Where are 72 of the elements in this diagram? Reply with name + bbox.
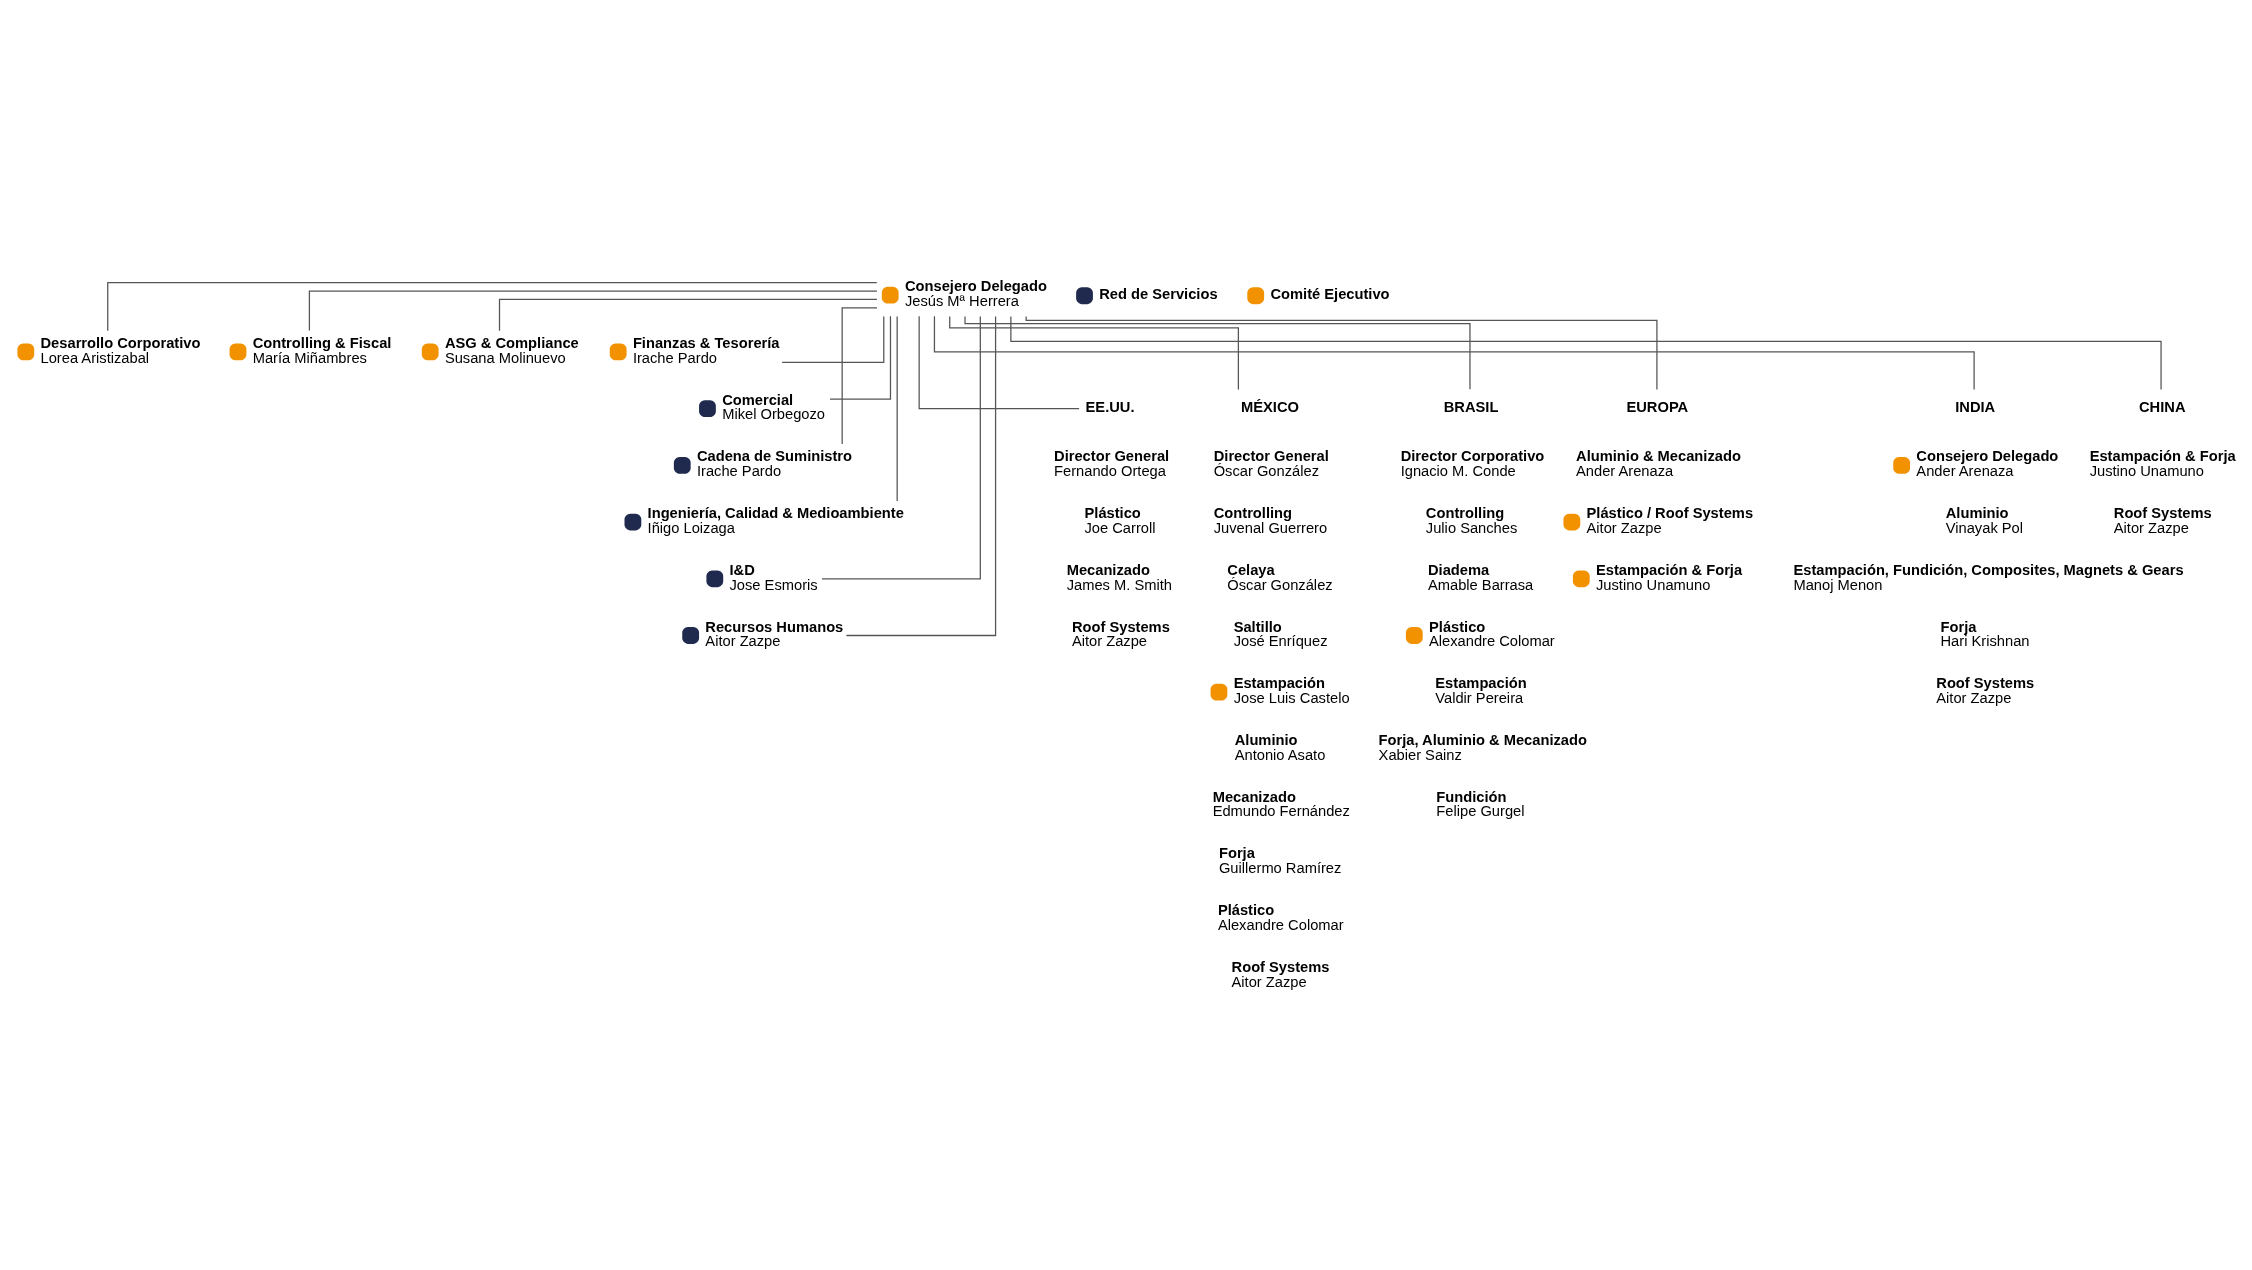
node-label: Cadena de Suministro [696, 447, 853, 464]
node-text: Roof Systems Aitor Zazpe [1936, 674, 2035, 706]
connector [964, 315, 1471, 390]
connector [933, 315, 1975, 390]
node-label: Irache Pardo [696, 462, 782, 479]
node-label: Recursos Humanos [705, 618, 844, 635]
node-label: Estampación [1233, 674, 1326, 691]
node-label: Alexandre Colomar [1429, 632, 1555, 649]
node-text: Director General Fernando Ortega [1054, 447, 1170, 479]
legend-label: Red de Servicios [1099, 285, 1218, 302]
node-text: Aluminio Vinayak Pol [1945, 504, 2024, 536]
node-text: Fundición Felipe Gurgel [1436, 788, 1525, 819]
node-label: Plástico / Roof Systems [1586, 504, 1754, 521]
node-text: Saltillo José Enríquez [1233, 618, 1328, 649]
node-text: Director Corporativo Ignacio M. Conde [1400, 447, 1545, 479]
node-text: MÉXICO [1241, 398, 1299, 415]
node-label: Justino Unamuno [1596, 576, 1711, 592]
node-text: Roof Systems Aitor Zazpe [2113, 504, 2212, 536]
connector [1010, 315, 2162, 390]
connector [1025, 315, 1658, 390]
node-text: EE.UU. [1085, 398, 1135, 415]
node-text: Forja Hari Krishnan [1940, 618, 2030, 649]
connector [308, 289, 878, 331]
node-text: Estampación, Fundición, Composites, Magnets & Gears Manoj Menon [1793, 561, 2184, 592]
node-text: Controlling Julio Sanches [1425, 504, 1518, 536]
connector [107, 281, 878, 331]
node-text: Mecanizado James M. Smith [1066, 561, 1172, 592]
node-label: I&D [729, 561, 755, 578]
node-label: Jose Esmoris [729, 576, 818, 592]
node-label: Mikel Orbegozo [722, 405, 826, 422]
node-label: Comercial [722, 391, 794, 408]
node-label: Aitor Zazpe [705, 632, 781, 649]
node-label: Aitor Zazpe [1586, 519, 1662, 536]
connector [821, 315, 981, 579]
node-text: Roof Systems Aitor Zazpe [1071, 618, 1170, 649]
connector [949, 315, 1239, 390]
node-label: Consejero Delegado [904, 277, 1047, 294]
legend-label: Comité Ejecutivo [1270, 285, 1390, 302]
node-text: EUROPA [1626, 398, 1689, 415]
node-label: Estampación & Forja [1596, 561, 1743, 578]
node-text: Director General Óscar González [1213, 447, 1329, 479]
node-text: Aluminio Antonio Asato [1234, 731, 1326, 763]
node-text: Aluminio & Mecanizado Ander Arenaza [1576, 447, 1741, 479]
node-text: Plástico Alexandre Colomar [1217, 901, 1344, 933]
node-label: Desarrollo Corporativo [40, 334, 201, 351]
connector [918, 315, 1080, 409]
connector [896, 315, 898, 502]
node-label: ASG & Compliance [444, 334, 579, 351]
connector [841, 306, 878, 445]
node-label: Consejero Delegado [1916, 447, 2059, 464]
node-text: Plástico Joe Carroll [1084, 504, 1156, 536]
node-label: Ingeniería, Calidad & Medioambiente [647, 504, 904, 521]
node-text: CHINA [2139, 398, 2186, 415]
node-text: Forja Guillermo Ramírez [1218, 844, 1342, 876]
node-text: BRASIL [1443, 398, 1499, 415]
node-text: Diadema Amable Barrasa [1427, 561, 1534, 592]
node-label: Irache Pardo [632, 349, 717, 366]
connector [498, 298, 878, 331]
node-label: Controlling & Fiscal [252, 334, 392, 351]
node-label: Plástico [1429, 618, 1486, 635]
connector [829, 315, 892, 400]
connector [781, 315, 885, 363]
node-text: INDIA [1955, 398, 1996, 415]
node-text: Mecanizado Edmundo Fernández [1212, 788, 1350, 819]
node-text: Estampación Valdir Pereira [1435, 674, 1527, 706]
node-text: Celaya Óscar González [1227, 561, 1333, 592]
node-text: Roof Systems Aitor Zazpe [1231, 958, 1330, 990]
connector [845, 315, 997, 636]
node-label: Finanzas & Tesorería [632, 334, 780, 351]
node-text: Estampación & Forja Justino Unamuno [2089, 447, 2236, 479]
node-text: Forja, Aluminio & Mecanizado Xabier Sainz [1378, 731, 1587, 763]
node-text: Controlling Juvenal Guerrero [1213, 504, 1328, 536]
